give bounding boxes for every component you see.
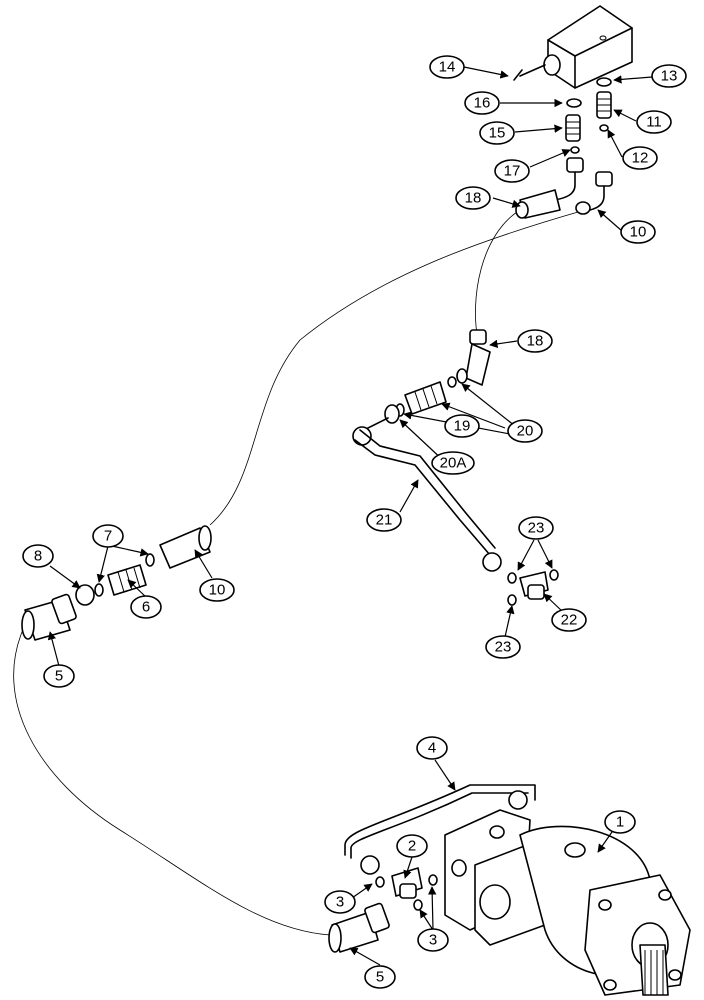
svg-text:22: 22 xyxy=(561,612,578,629)
callout-4: 4 xyxy=(416,736,448,760)
hose-lines xyxy=(13,209,586,936)
callout-5: 5 xyxy=(43,664,75,688)
hydraulic-motor xyxy=(328,784,691,996)
svg-text:10: 10 xyxy=(630,224,647,241)
fitting-stack-right xyxy=(575,77,613,215)
svg-text:20: 20 xyxy=(517,423,534,440)
hose-18-upper xyxy=(475,209,521,341)
svg-text:21: 21 xyxy=(376,512,393,529)
svg-text:17: 17 xyxy=(504,163,521,180)
middle-assembly xyxy=(352,329,559,606)
svg-text:8: 8 xyxy=(34,548,42,565)
callout-10: 10 xyxy=(620,220,656,244)
hose-5-long xyxy=(13,624,331,936)
callout-15: 15 xyxy=(479,121,515,145)
svg-text:2: 2 xyxy=(408,838,416,855)
svg-text:23: 23 xyxy=(495,639,512,656)
svg-text:3: 3 xyxy=(429,932,437,949)
callout-18: 18 xyxy=(455,186,491,210)
callout-23: 23 xyxy=(518,516,554,540)
svg-text:5: 5 xyxy=(55,668,63,685)
valve-block xyxy=(513,5,633,89)
svg-text:4: 4 xyxy=(428,740,436,757)
svg-text:7: 7 xyxy=(104,528,112,545)
fitting-stack-left xyxy=(515,98,584,219)
svg-text:13: 13 xyxy=(661,68,678,85)
svg-text:19: 19 xyxy=(454,418,471,435)
svg-text:3: 3 xyxy=(336,894,344,911)
callout-20: 20 xyxy=(507,419,543,443)
svg-text:15: 15 xyxy=(489,125,506,142)
callout-23: 23 xyxy=(485,635,521,659)
callout-21: 21 xyxy=(366,508,402,532)
callout-22: 22 xyxy=(551,608,587,632)
callout-13: 13 xyxy=(651,64,687,88)
svg-text:5: 5 xyxy=(376,969,384,986)
svg-text:20A: 20A xyxy=(440,455,467,472)
svg-text:16: 16 xyxy=(474,95,491,112)
svg-text:1: 1 xyxy=(616,814,624,831)
svg-text:6: 6 xyxy=(142,599,150,616)
callout-7: 7 xyxy=(92,524,124,548)
hose-10-long xyxy=(209,209,586,526)
svg-text:18: 18 xyxy=(465,190,482,207)
svg-text:12: 12 xyxy=(632,150,649,167)
callout-20a: 20A xyxy=(431,451,475,475)
callout-17: 17 xyxy=(494,159,530,183)
left-assembly xyxy=(21,525,212,641)
callout-10: 10 xyxy=(199,578,235,602)
svg-text:10: 10 xyxy=(209,582,226,599)
callout-18: 18 xyxy=(517,329,553,353)
svg-text:11: 11 xyxy=(646,114,662,131)
callout-2: 2 xyxy=(396,834,428,858)
callout-5: 5 xyxy=(364,965,396,989)
callout-16: 16 xyxy=(464,91,500,115)
callout-14: 14 xyxy=(429,55,465,79)
callout-11: 11 xyxy=(636,110,672,134)
callout-6: 6 xyxy=(130,595,162,619)
callout-12: 12 xyxy=(622,146,658,170)
svg-text:23: 23 xyxy=(528,520,545,537)
callouts: 1 2 3 3 4 5 5 6 7 8 10 10 11 12 13 14 15… xyxy=(22,55,687,989)
svg-text:14: 14 xyxy=(439,59,456,76)
callout-3: 3 xyxy=(417,928,449,952)
svg-text:18: 18 xyxy=(527,333,544,350)
callout-1: 1 xyxy=(604,810,636,834)
callout-19: 19 xyxy=(444,414,480,438)
callout-8: 8 xyxy=(22,544,54,568)
callout-3: 3 xyxy=(324,890,356,914)
